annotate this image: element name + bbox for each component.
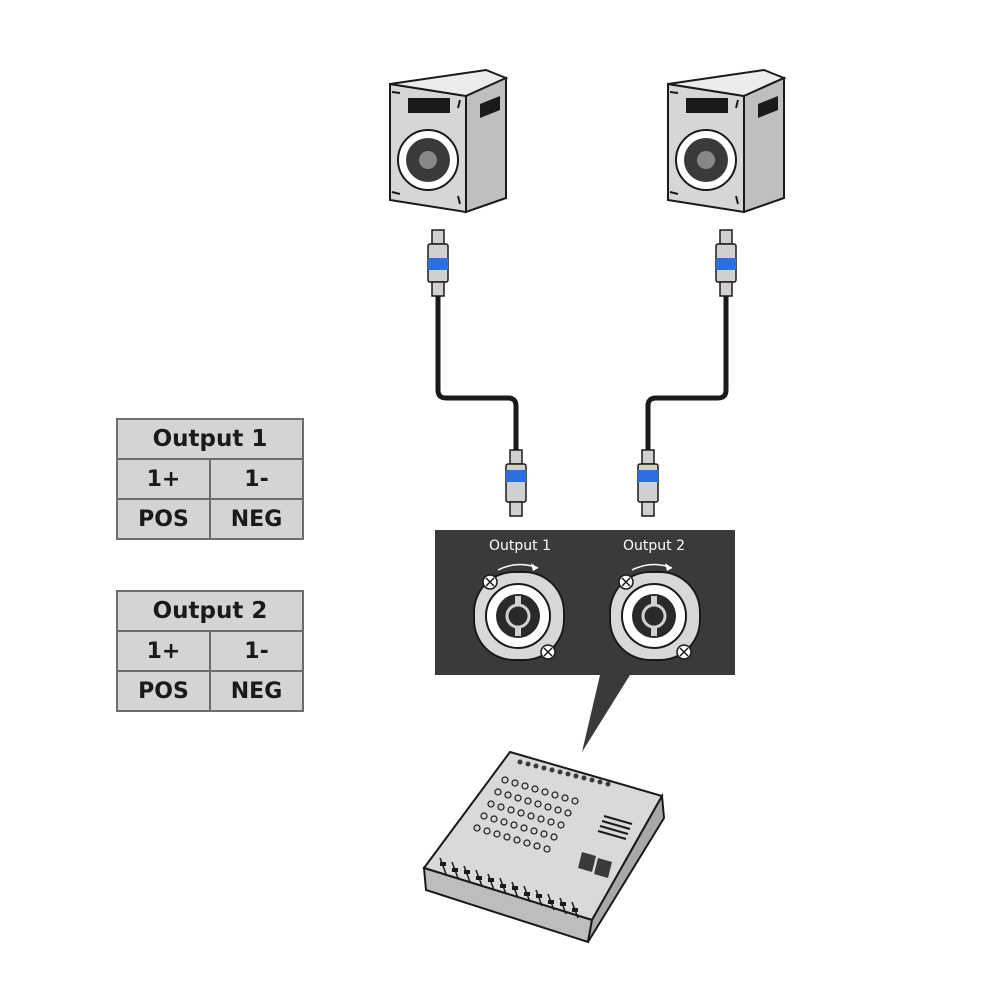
output-panel: Output 1 Output 2	[435, 530, 735, 752]
speaker-icon	[389, 68, 509, 214]
mixer-console-icon	[422, 750, 666, 944]
table-title: Output 1	[116, 418, 304, 460]
speakon-plug-icon	[637, 449, 659, 517]
speakon-jack-icon	[609, 571, 701, 661]
speakon-plug-icon	[427, 229, 449, 297]
role-cell: NEG	[209, 498, 304, 540]
pin-cell: 1+	[116, 630, 211, 672]
role-cell: POS	[116, 670, 211, 712]
speakon-plug-icon	[505, 449, 527, 517]
pin-cell: 1+	[116, 458, 211, 500]
jack-label-output-2: Output 2	[623, 538, 685, 554]
pin-cell: 1-	[209, 630, 304, 672]
speakon-plug-icon	[715, 229, 737, 297]
pin-table-output-1: Output 1 1+ 1- POS NEG	[116, 418, 304, 540]
speaker-cable	[435, 296, 519, 450]
role-cell: POS	[116, 498, 211, 540]
jack-label-output-1: Output 1	[489, 538, 551, 554]
pin-table-output-2: Output 2 1+ 1- POS NEG	[116, 590, 304, 712]
speaker-cable	[645, 296, 729, 450]
speaker-icon	[667, 68, 787, 214]
speakon-jack-icon	[473, 571, 565, 661]
role-cell: NEG	[209, 670, 304, 712]
table-title: Output 2	[116, 590, 304, 632]
pin-cell: 1-	[209, 458, 304, 500]
